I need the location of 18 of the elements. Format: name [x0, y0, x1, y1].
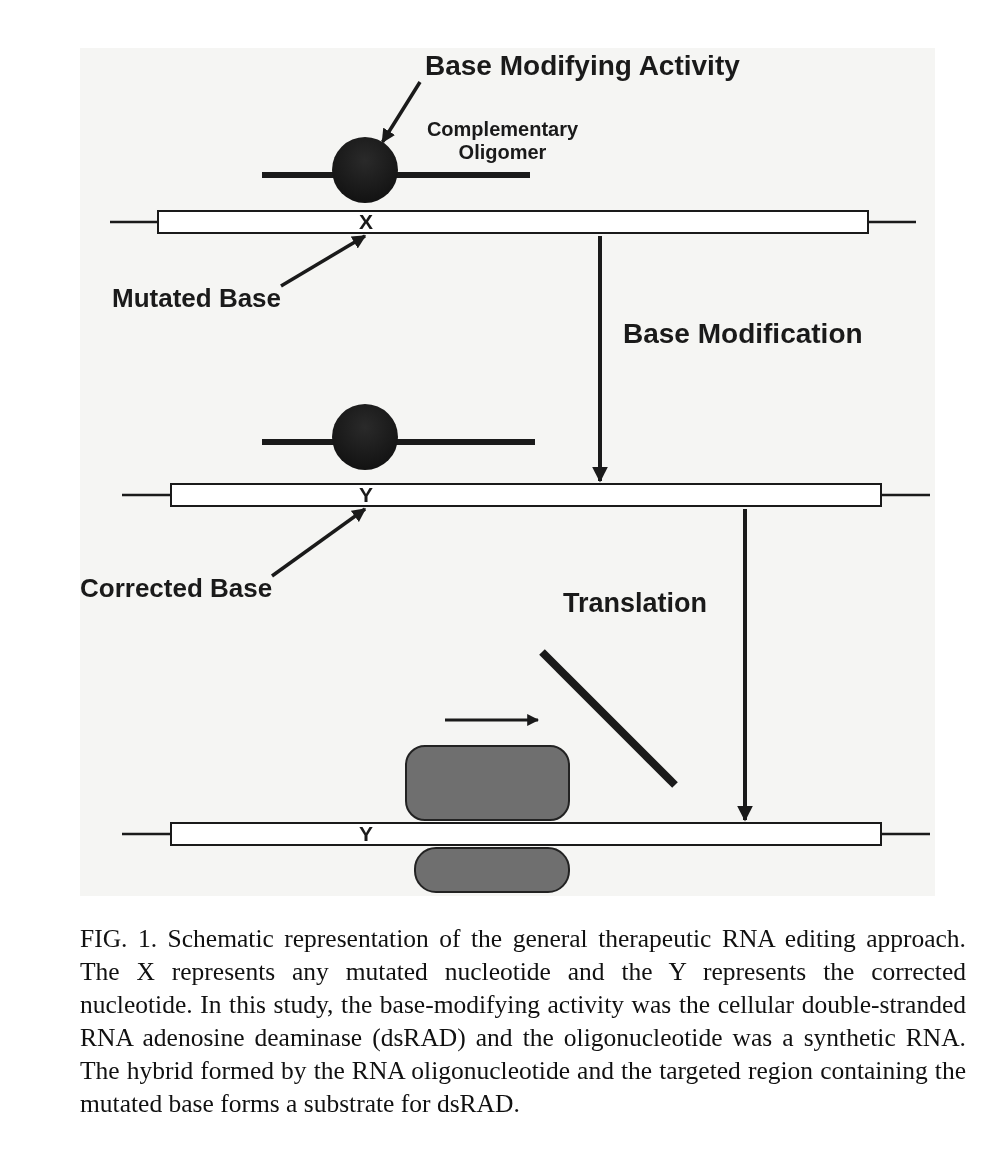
figure-caption: FIG. 1. Schematic representation of the general therapeutic RNA editing approach. The X represents any mutated nucleotide and the Y represents the corrected nucleotide. In this study, the base-modifying activity was the cellular double-stranded RNA adenosine deaminase (dsRAD) and the oligonucleotide was a synthetic RNA. The hybrid formed by the RNA oligonucleotide and the targeted region containing the mutated base forms a substrate for dsRAD.: [80, 923, 966, 1120]
component-label: Corrected Base: [80, 574, 273, 604]
corrected-base-letter: Y: [359, 824, 373, 844]
rna-strand-box: [170, 483, 882, 507]
process-arrow: [592, 236, 608, 483]
component-label: Complementary Oligomer: [425, 118, 580, 164]
component-label: Base Modifying Activity: [425, 50, 740, 83]
corrected-base-letter: Y: [359, 485, 373, 505]
ribosome-small-subunit: [414, 847, 570, 893]
rna-strand-box: [157, 210, 869, 234]
component-label: Mutated Base: [112, 284, 282, 314]
process-arrow: [737, 509, 753, 822]
mutated-base-letter: X: [359, 212, 373, 232]
leader-arrow: [280, 234, 367, 288]
leader-arrow: [381, 81, 422, 144]
rna-strand-box: [170, 822, 882, 846]
leader-arrow: [270, 507, 367, 578]
ribosome-large-subunit: [405, 745, 570, 821]
